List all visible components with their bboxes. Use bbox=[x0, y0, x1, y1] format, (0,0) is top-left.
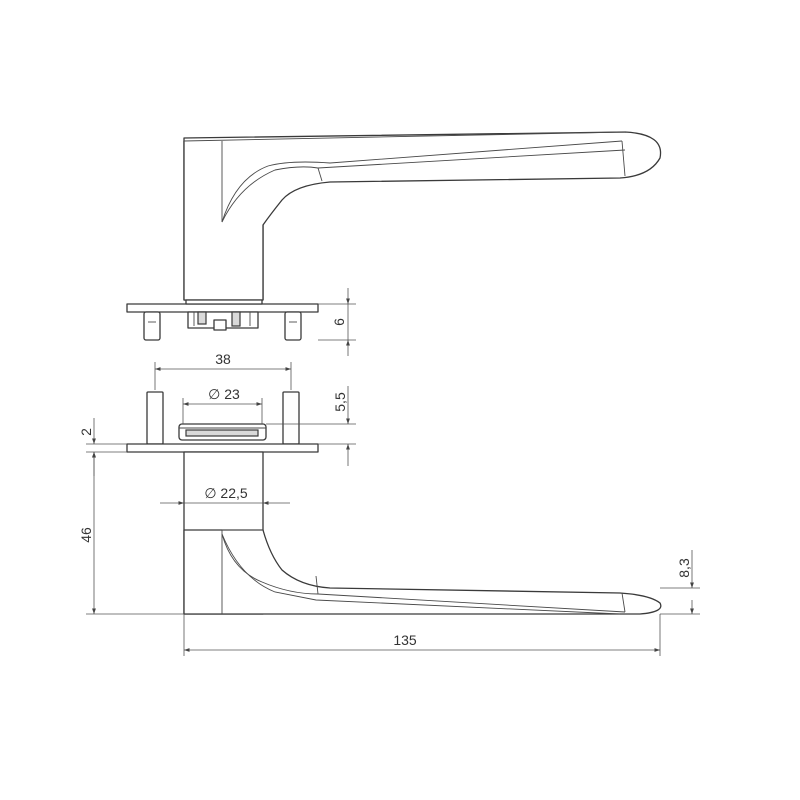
upper-rose-plate bbox=[126, 303, 319, 313]
dimension-rose-height: 6 bbox=[318, 288, 356, 356]
dimension-plate-thickness: 2 bbox=[78, 418, 127, 476]
upper-rose-pin-left bbox=[143, 311, 161, 341]
dim-label-2: 2 bbox=[78, 428, 94, 436]
upper-rose-pin-right bbox=[284, 311, 302, 341]
dimension-spindle-diameter: ∅ 23 bbox=[182, 386, 263, 424]
dimension-shank-diameter: ∅ 22,5 bbox=[160, 485, 290, 505]
dimension-lever-thickness: 8,3 bbox=[660, 550, 700, 615]
upper-rose bbox=[126, 299, 319, 341]
lower-rose bbox=[126, 391, 319, 453]
lower-rose-plate bbox=[126, 443, 319, 453]
dimension-spindle-height: 5,5 bbox=[266, 386, 356, 466]
dim-label-d22-5: ∅ 22,5 bbox=[204, 485, 248, 501]
upper-lever-handle bbox=[183, 131, 662, 301]
dim-label-d23: ∅ 23 bbox=[208, 386, 240, 402]
upper-lever-arm bbox=[183, 131, 662, 301]
dimension-lever-length: 135 bbox=[183, 614, 661, 656]
dimension-handle-height: 46 bbox=[78, 452, 184, 615]
dim-label-8-3: 8,3 bbox=[676, 558, 692, 578]
dim-label-6: 6 bbox=[331, 318, 347, 326]
lower-rose-pin-left bbox=[146, 391, 164, 445]
dim-label-38: 38 bbox=[215, 351, 231, 367]
lower-rose-pin-right bbox=[282, 391, 300, 445]
lower-lever-arm bbox=[183, 529, 662, 615]
dim-label-135: 135 bbox=[393, 632, 417, 648]
dim-label-5-5: 5,5 bbox=[332, 392, 348, 412]
dim-label-46: 46 bbox=[78, 527, 94, 543]
dimension-hole-spacing: 38 bbox=[154, 351, 292, 390]
lower-lever-handle bbox=[183, 451, 662, 615]
